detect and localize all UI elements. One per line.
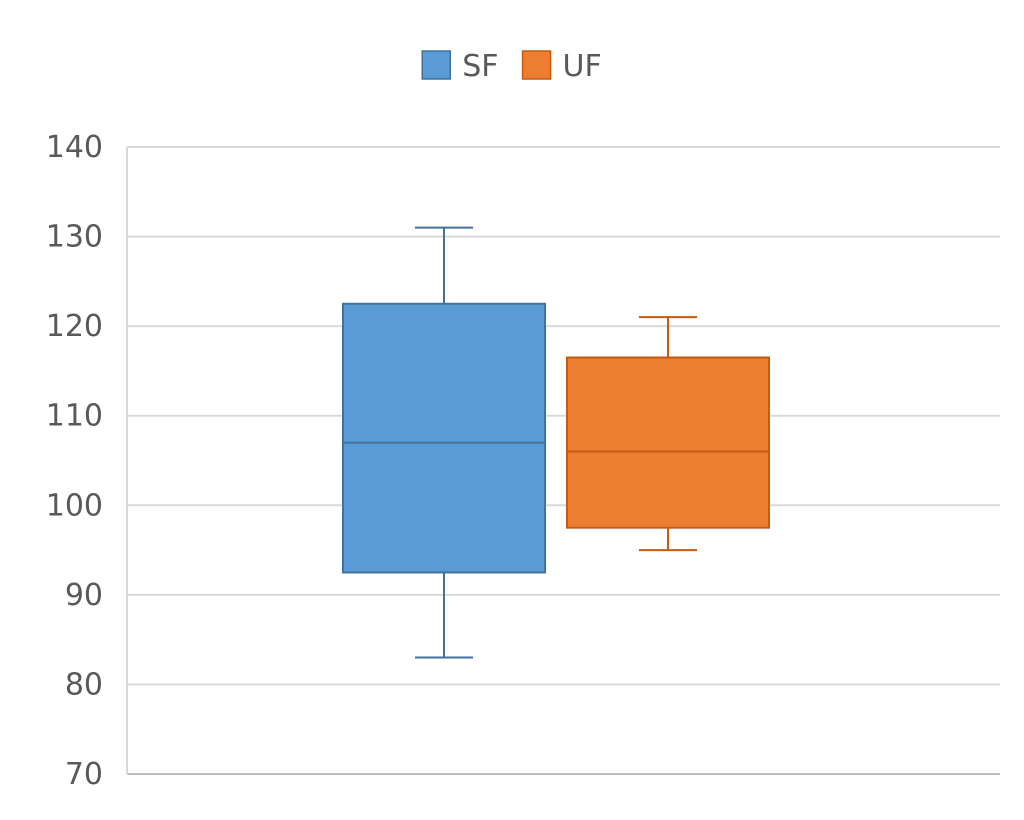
y-tick-label-140: 140 <box>46 130 103 165</box>
y-tick-label-90: 90 <box>65 578 103 613</box>
legend-swatch-uf <box>521 50 552 80</box>
y-tick-label-110: 110 <box>46 399 103 434</box>
legend: SF UF <box>421 49 602 84</box>
y-tick-label-120: 120 <box>46 309 103 344</box>
box-body-uf <box>566 356 770 529</box>
y-tick-label-70: 70 <box>65 757 103 792</box>
box-body-sf <box>342 302 546 574</box>
y-tick-label-130: 130 <box>46 220 103 255</box>
y-tick-label-80: 80 <box>65 667 103 702</box>
plot-area <box>342 226 770 659</box>
box-uf <box>566 316 770 552</box>
legend-label-sf: SF <box>462 49 498 84</box>
y-tick-label-100: 100 <box>46 488 103 523</box>
y-axis: 70 80 90 100 110 120 130 140 <box>46 130 128 792</box>
legend-swatch-sf <box>421 50 451 80</box>
gridlines <box>127 146 1000 775</box>
legend-label-uf: UF <box>563 49 602 84</box>
box-sf <box>342 226 546 659</box>
